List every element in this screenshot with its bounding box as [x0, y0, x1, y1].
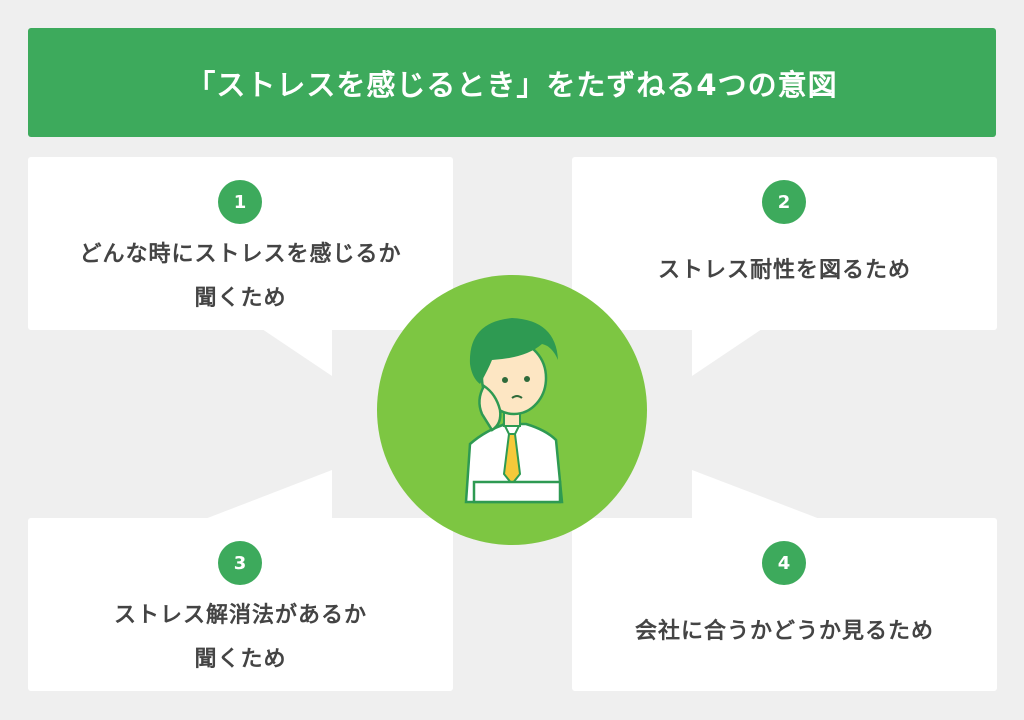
worried-person-illustration	[377, 275, 647, 545]
reason-text: 会社に合うかどうか見るため	[572, 610, 997, 654]
reason-card-1: 1 どんな時にストレスを感じるか 聞くため	[28, 157, 453, 330]
reason-card-2: 2 ストレス耐性を図るため	[572, 157, 997, 330]
hand	[478, 384, 502, 432]
reason-line: ストレス耐性を図るため	[657, 258, 911, 283]
reason-line: 会社に合うかどうか見るため	[634, 619, 934, 644]
pointer-4	[692, 470, 820, 519]
page-title: 「ストレスを感じるとき」をたずねる4つの意図	[186, 67, 838, 102]
pointer-3	[205, 470, 332, 519]
number-badge: 4	[762, 541, 806, 585]
tie	[502, 433, 522, 486]
number-badge: 3	[218, 541, 262, 585]
reason-card-4: 4 会社に合うかどうか見るため	[572, 518, 997, 691]
reason-line: ストレス解消法があるか	[113, 603, 367, 628]
reason-text: どんな時にストレスを感じるか 聞くため	[28, 233, 453, 321]
reason-text: ストレス耐性を図るため	[572, 249, 997, 293]
arm	[472, 480, 562, 504]
number-badge: 1	[218, 180, 262, 224]
reason-line: どんな時にストレスを感じるか	[79, 242, 402, 267]
hair	[469, 318, 558, 384]
reason-card-3: 3 ストレス解消法があるか 聞くため	[28, 518, 453, 691]
reason-line: 聞くため	[194, 286, 287, 311]
title-banner: 「ストレスを感じるとき」をたずねる4つの意図	[28, 28, 996, 137]
pointer-2	[692, 329, 762, 376]
number-badge: 2	[762, 180, 806, 224]
reason-line: 聞くため	[194, 647, 287, 672]
pointer-1	[262, 329, 332, 376]
reason-text: ストレス解消法があるか 聞くため	[28, 594, 453, 682]
